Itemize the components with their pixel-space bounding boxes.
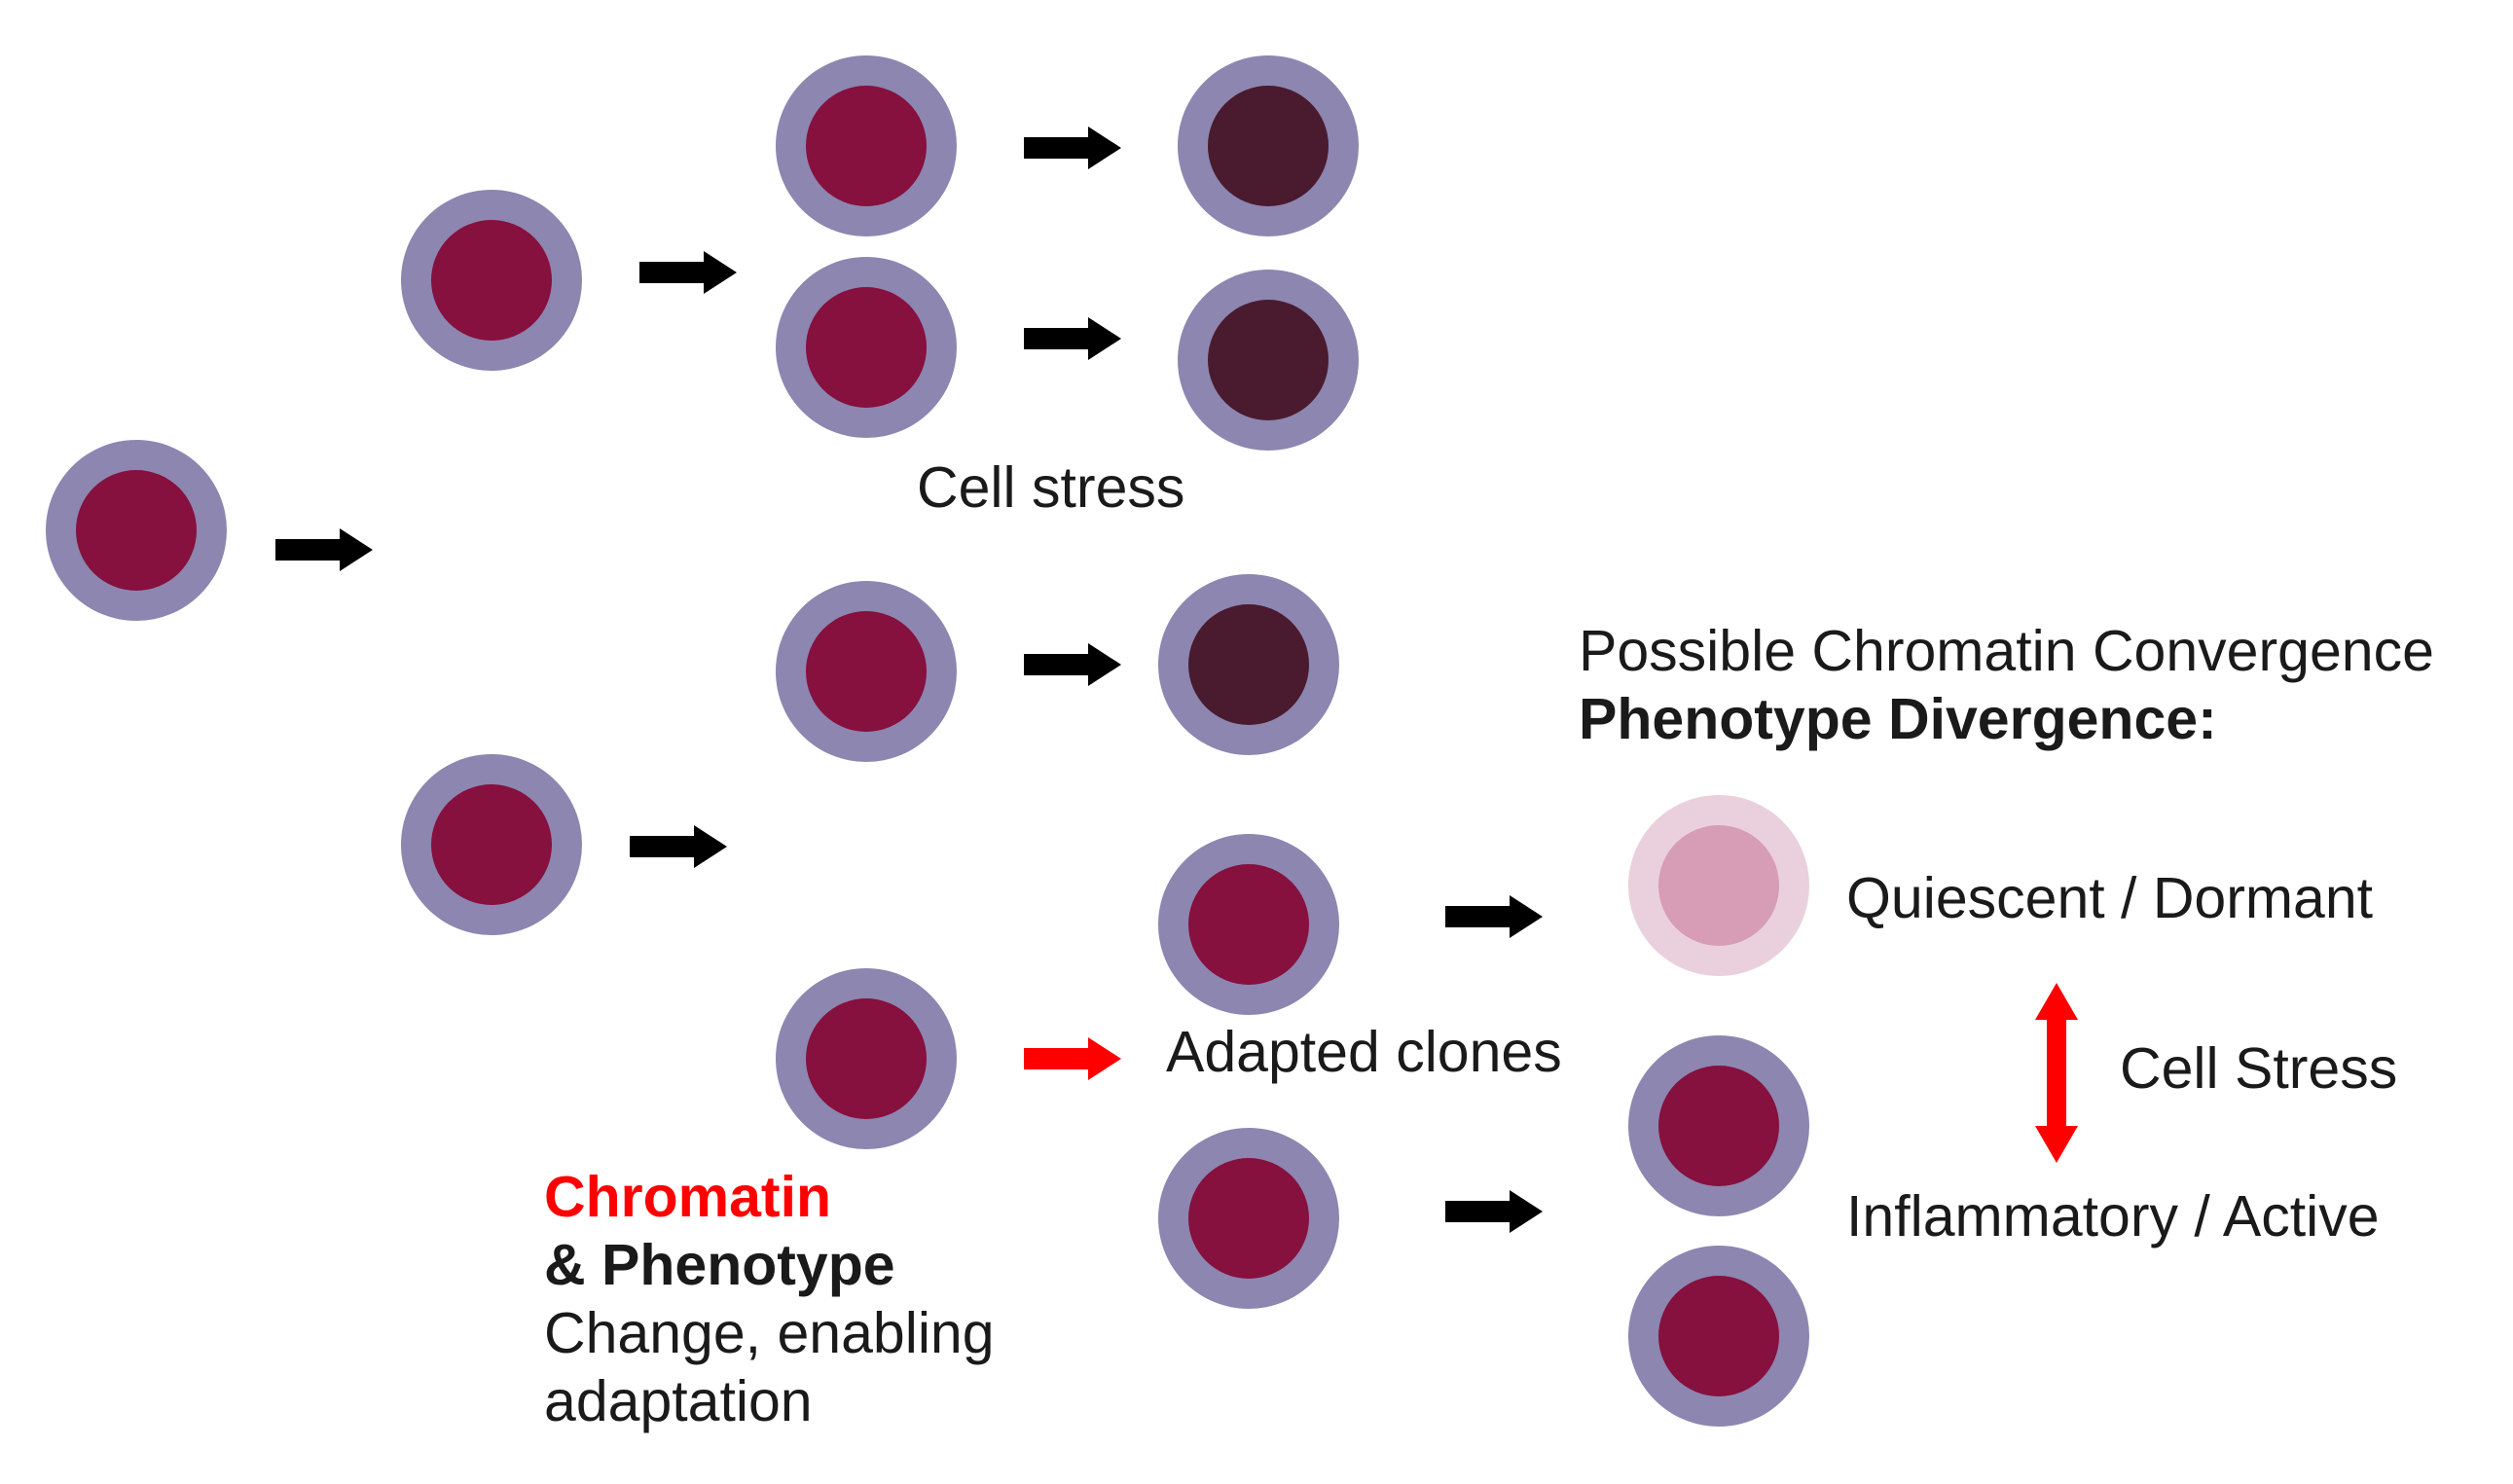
double-headed-red-arrow xyxy=(2035,983,2078,1163)
normal-cell xyxy=(776,581,957,762)
quiescent-label: Quiescent / Dormant xyxy=(1846,866,2374,930)
cell-nucleus xyxy=(76,470,197,591)
arrow xyxy=(1445,1190,1543,1233)
arrow xyxy=(630,825,727,868)
arrow xyxy=(1024,317,1121,360)
stressed-cell xyxy=(1178,270,1359,451)
cell-nucleus xyxy=(806,998,927,1119)
normal-cell xyxy=(1628,1035,1809,1216)
stressed-cell xyxy=(1158,574,1339,755)
normal-cell xyxy=(401,190,582,371)
normal-cell xyxy=(776,968,957,1149)
quiescent-cell xyxy=(1628,795,1809,976)
cell-nucleus xyxy=(806,287,927,408)
cell-nucleus xyxy=(1188,1158,1309,1279)
cells-layer xyxy=(46,55,1809,1427)
cell-nucleus xyxy=(1208,300,1329,420)
arrows-layer xyxy=(275,127,2078,1233)
convergence-label: Possible Chromatin Convergence xyxy=(1579,619,2434,683)
divergence-label: Phenotype Divergence: xyxy=(1579,687,2217,751)
normal-cell xyxy=(1158,834,1339,1015)
cell-stress-switch-label: Cell Stress xyxy=(2120,1036,2398,1101)
normal-cell xyxy=(401,754,582,935)
arrow xyxy=(1024,643,1121,686)
normal-cell xyxy=(1158,1128,1339,1309)
cell-nucleus xyxy=(1658,1276,1779,1396)
normal-cell xyxy=(776,55,957,236)
normal-cell xyxy=(46,440,227,621)
cell-nucleus xyxy=(431,784,552,905)
cell-nucleus xyxy=(1188,604,1309,725)
red-arrow xyxy=(1024,1037,1121,1080)
cell-nucleus xyxy=(1208,86,1329,206)
arrow xyxy=(275,528,373,571)
cell-nucleus xyxy=(431,220,552,341)
adapted-clones-label: Adapted clones xyxy=(1166,1020,1562,1084)
stressed-cell xyxy=(1178,55,1359,236)
phenotype-label: & Phenotype xyxy=(544,1233,895,1297)
cell-nucleus xyxy=(1658,825,1779,946)
arrow xyxy=(1024,127,1121,169)
arrow xyxy=(1445,895,1543,938)
arrow xyxy=(639,251,737,294)
normal-cell xyxy=(1628,1246,1809,1427)
normal-cell xyxy=(776,257,957,438)
inflammatory-label: Inflammatory / Active xyxy=(1846,1184,2380,1249)
cell-stress-label: Cell stress xyxy=(917,455,1185,520)
cell-nucleus xyxy=(806,611,927,732)
change-label: Change, enabling xyxy=(544,1301,995,1365)
chromatin-label: Chromatin xyxy=(544,1165,831,1229)
cell-nucleus xyxy=(806,86,927,206)
cell-nucleus xyxy=(1188,864,1309,985)
adaptation-label: adaptation xyxy=(544,1369,813,1433)
cell-nucleus xyxy=(1658,1066,1779,1186)
